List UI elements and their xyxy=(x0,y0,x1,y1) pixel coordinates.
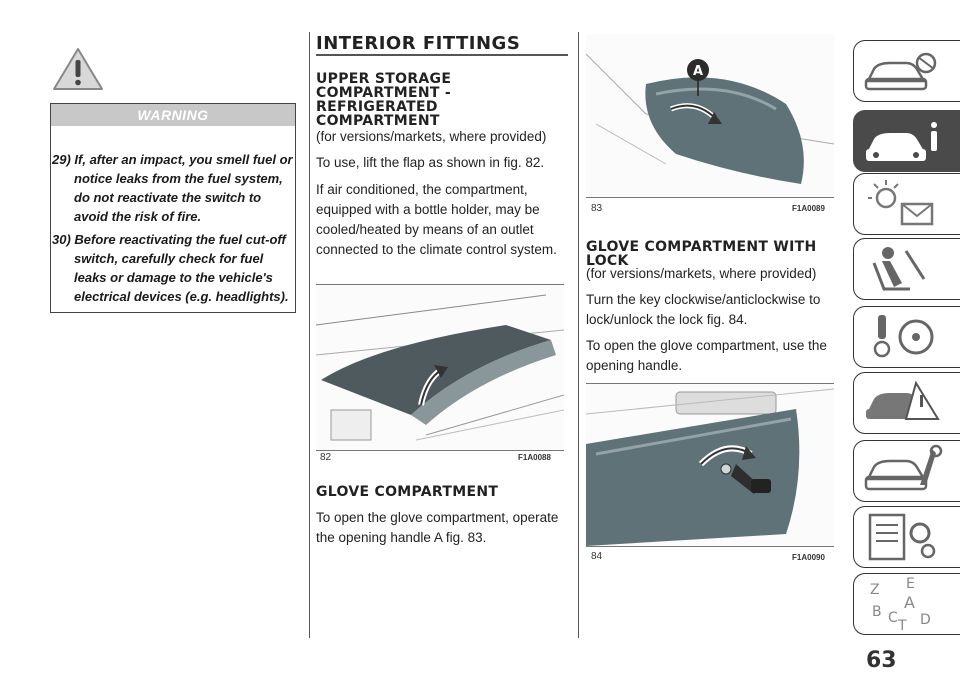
glove-text-1: To open the glove compartment, operate t… xyxy=(316,510,559,545)
upper-storage-text-2: If air conditioned, the compartment, equ… xyxy=(316,182,557,257)
page-number: 63 xyxy=(866,648,897,673)
svg-text:A: A xyxy=(904,593,915,612)
car-service-icon xyxy=(864,444,943,491)
warning-item-29: 29) If, after an impact, you smell fuel … xyxy=(52,152,293,224)
glove-lock-text-1: Turn the key clockwise/anticlockwise to … xyxy=(586,292,821,327)
section-title: INTERIOR FITTINGS xyxy=(316,33,521,54)
svg-text:Z: Z xyxy=(870,582,880,598)
glove-lock-illustration xyxy=(585,384,835,546)
glove-lock-heading: GLOVE COMPARTMENT WITH LOCK xyxy=(586,239,817,269)
storage-flap-illustration xyxy=(315,285,565,450)
figure-82-number: 82 xyxy=(320,452,332,463)
figure-83-number: 83 xyxy=(591,203,603,214)
figure-84-code: F1A0090 xyxy=(792,553,825,562)
tab-index[interactable]: Z E B A C T D xyxy=(853,573,960,635)
upper-storage-heading: UPPER STORAGE COMPARTMENT - REFRIGERATED… xyxy=(316,71,452,129)
tab-emergency[interactable] xyxy=(853,372,960,434)
column-divider xyxy=(578,32,579,638)
glove-handle-illustration: A xyxy=(585,34,835,197)
svg-text:D: D xyxy=(920,612,931,628)
section-title-rule xyxy=(316,54,568,56)
tab-dashboard[interactable] xyxy=(853,40,960,102)
glove-heading: GLOVE COMPARTMENT xyxy=(316,484,499,500)
warning-item-30: 30) Before reactivating the fuel cut-off… xyxy=(52,232,289,304)
dashboard-icon xyxy=(864,52,937,91)
upper-storage-note: (for versions/markets, where provided) xyxy=(316,129,547,144)
figure-83: A xyxy=(585,34,835,198)
column-divider xyxy=(309,32,310,638)
figure-82-code: F1A0088 xyxy=(518,453,551,462)
warning-list: 29) If, after an impact, you smell fuel … xyxy=(51,150,295,310)
warning-box: WARNING 29) If, after an impact, you sme… xyxy=(50,103,296,313)
index-icon: Z E B A C T D xyxy=(870,576,931,634)
svg-text:C: C xyxy=(888,610,898,626)
car-info-icon xyxy=(866,122,937,161)
figure-83-code: F1A0089 xyxy=(792,204,825,213)
key-steering-icon xyxy=(873,315,934,358)
callout-a-icon xyxy=(687,59,709,81)
figure-84-number: 84 xyxy=(591,551,603,562)
tab-starting-driving[interactable] xyxy=(853,306,960,368)
tab-servicing[interactable] xyxy=(853,440,960,502)
warning-title: WARNING xyxy=(51,104,295,126)
tab-car-info[interactable] xyxy=(853,110,960,172)
svg-text:B: B xyxy=(872,604,882,620)
emergency-icon xyxy=(866,380,940,420)
specs-icon xyxy=(868,513,936,561)
figure-82 xyxy=(315,284,565,451)
tab-technical-specs[interactable] xyxy=(853,506,960,568)
glove-lock-note: (for versions/markets, where provided) xyxy=(586,266,817,281)
warning-triangle-icon xyxy=(53,48,103,90)
svg-text:E: E xyxy=(906,576,915,592)
tab-safety[interactable] xyxy=(853,238,960,300)
glove-lock-text-2: To open the glove compartment, use the o… xyxy=(586,338,827,373)
safety-seat-icon xyxy=(872,247,926,291)
svg-text:A: A xyxy=(693,64,703,79)
figure-84 xyxy=(585,383,835,547)
tab-lights-warnings[interactable] xyxy=(853,173,960,235)
svg-text:T: T xyxy=(897,618,907,634)
lights-warning-icon xyxy=(868,180,934,226)
upper-storage-text-1: To use, lift the flap as shown in fig. 8… xyxy=(316,155,545,170)
